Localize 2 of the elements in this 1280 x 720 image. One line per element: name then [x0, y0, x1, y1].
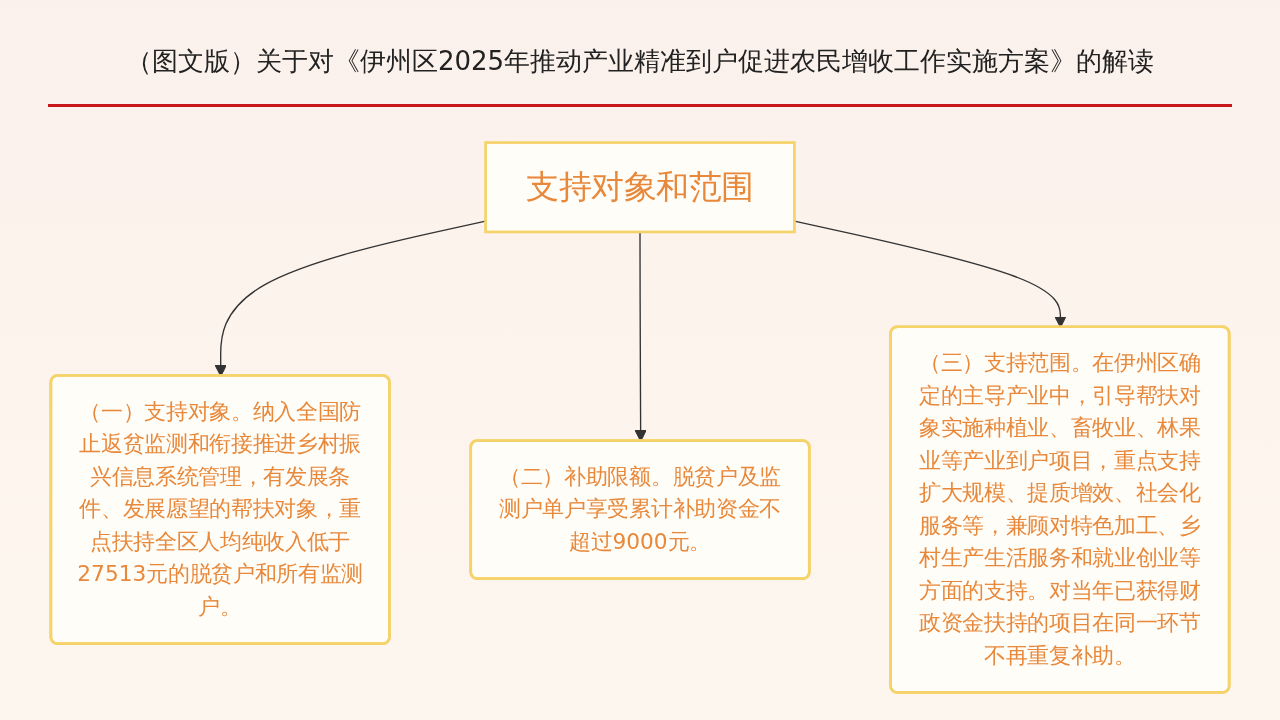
node-box: 支持对象和范围 — [484, 141, 796, 234]
title: （图文版）关于对《伊州区2025年推动产业精准到户促进农民增收工作实施方案》的解读 — [124, 45, 1156, 78]
